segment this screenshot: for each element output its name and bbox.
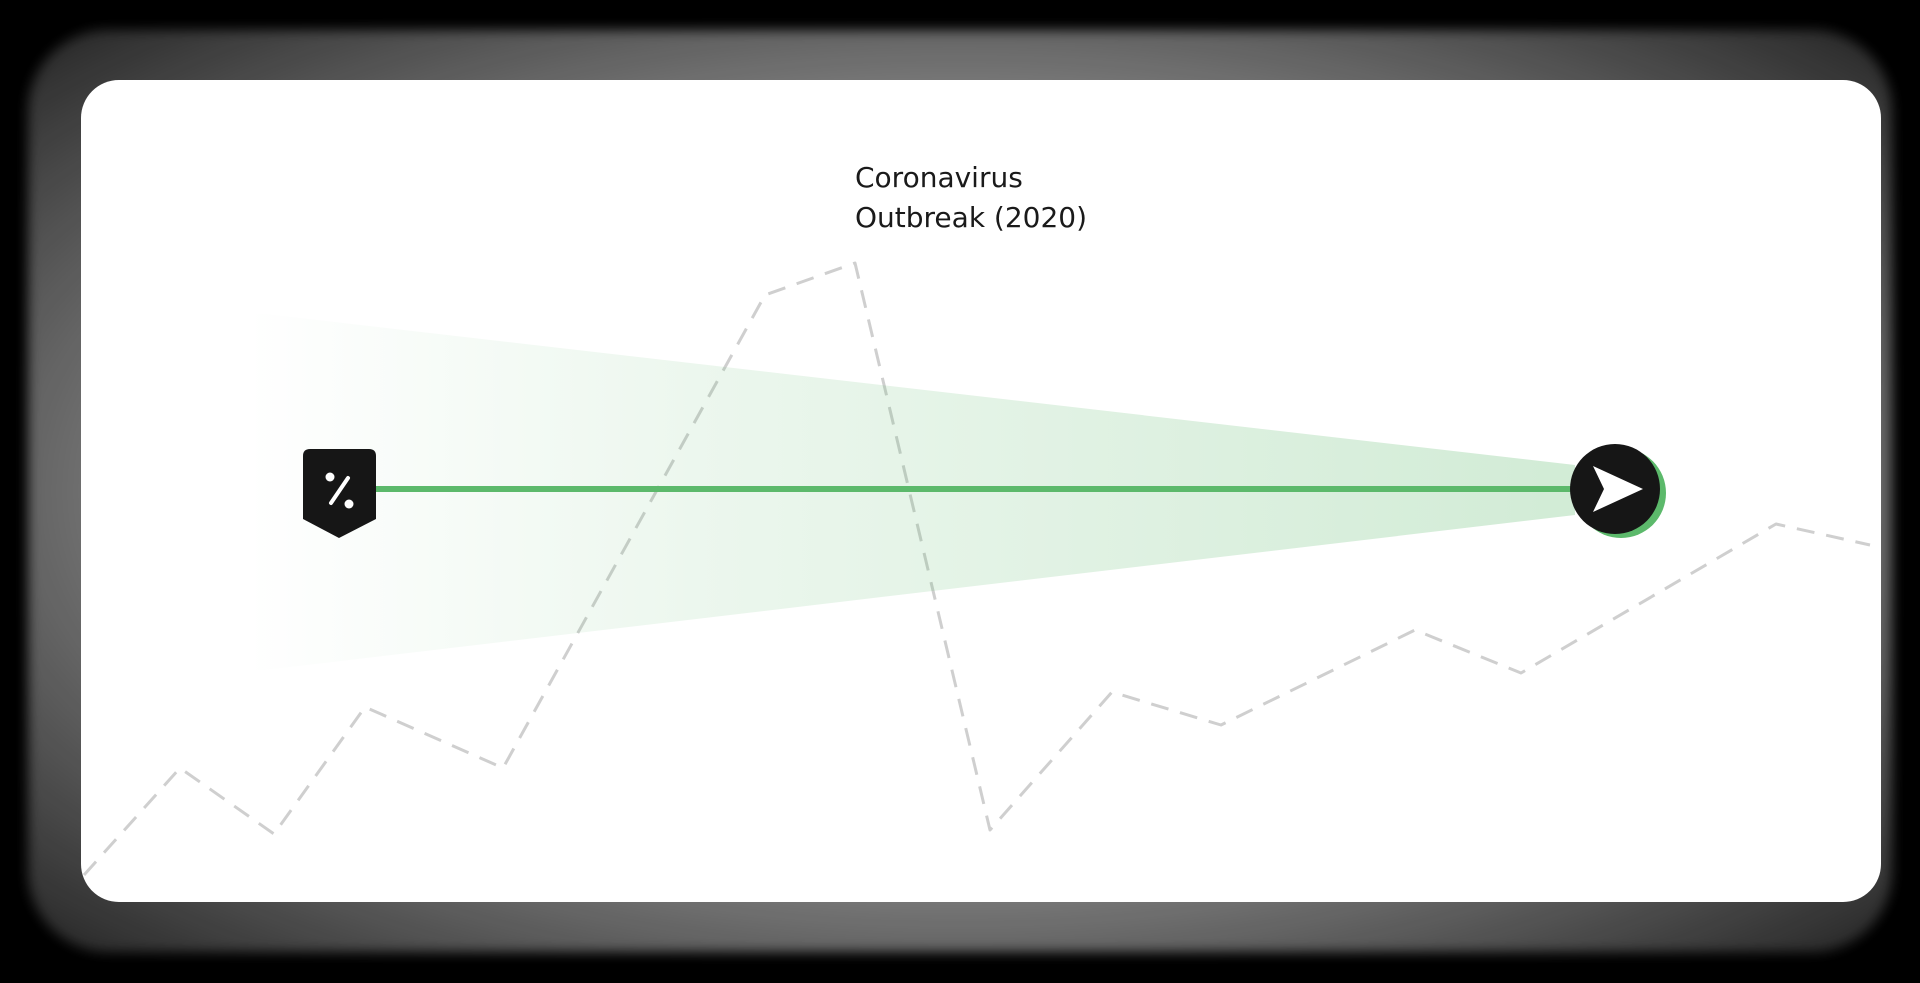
annotation-line-1: Coronavirus — [855, 161, 1023, 194]
send-arrow-icon — [1570, 444, 1666, 538]
annotation-line-2: Outbreak (2020) — [855, 201, 1088, 234]
trend-line — [82, 261, 1871, 877]
percent-tag-icon — [303, 449, 376, 538]
event-annotation: Coronavirus Outbreak (2020) — [855, 158, 1087, 238]
